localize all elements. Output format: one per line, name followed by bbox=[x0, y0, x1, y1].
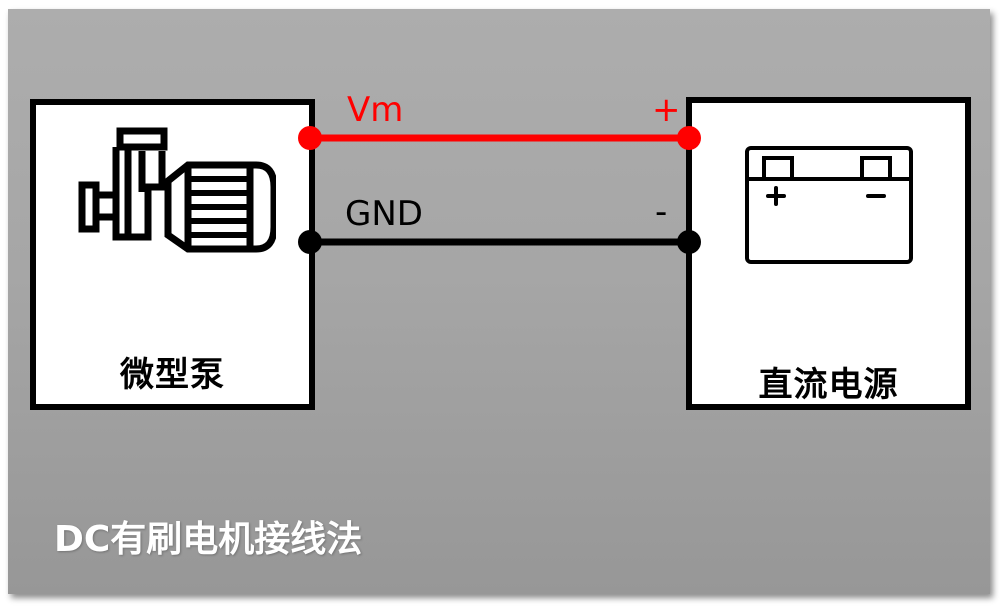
vm-wire-label: Vm bbox=[347, 90, 404, 130]
vm-left-node bbox=[298, 126, 322, 150]
battery-plus-terminal-icon bbox=[766, 186, 786, 206]
pump-component-box: 微型泵 bbox=[30, 99, 315, 410]
diagram-title: DC有刷电机接线法 bbox=[54, 519, 363, 560]
gnd-right-node bbox=[677, 230, 701, 254]
gnd-wire-label: GND bbox=[345, 194, 423, 234]
negative-polarity-label: - bbox=[655, 192, 668, 232]
vm-right-node bbox=[677, 126, 701, 150]
gnd-left-node bbox=[298, 230, 322, 254]
pump-label: 微型泵 bbox=[120, 355, 225, 395]
power-supply-label: 直流电源 bbox=[758, 365, 899, 405]
pump-motor-icon bbox=[78, 127, 276, 253]
battery-icon bbox=[745, 146, 913, 264]
positive-polarity-label: + bbox=[652, 90, 681, 130]
